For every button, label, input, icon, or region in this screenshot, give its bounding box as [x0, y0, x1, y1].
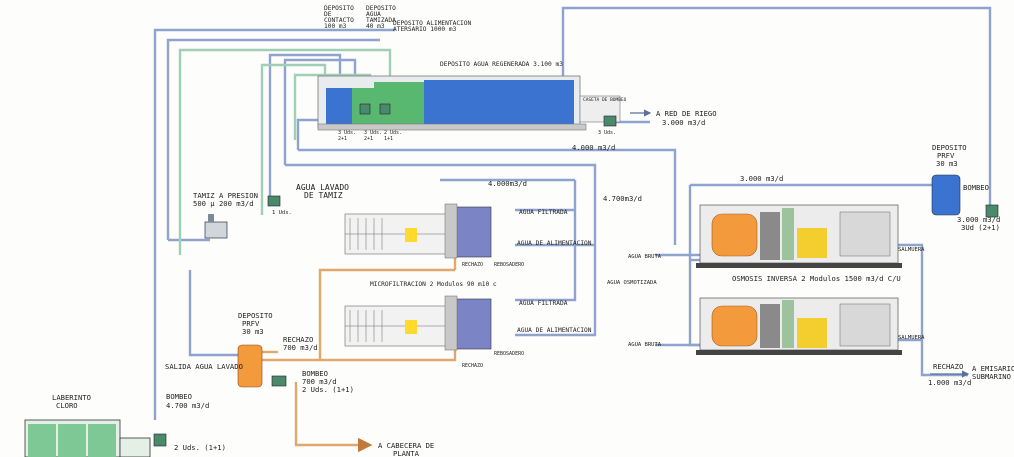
label-red-riego-2: 3.000 m3/d	[662, 118, 705, 127]
label-caseta-bombeo: CASETA DE BOMBEO	[583, 97, 627, 103]
label-bombeo-700-2: 700 m3/d	[302, 377, 337, 386]
label-uds-bottom: 2 Uds. (1+1)	[174, 443, 226, 452]
label-dep-alimentacion-1: DEPOSITO ALIMENTACION	[393, 20, 472, 27]
pressure-screen	[204, 214, 228, 239]
label-bombeo-right: BOMBEO	[963, 183, 989, 192]
label-agua-osmotizada: AGUA OSMOTIZADA	[607, 280, 657, 286]
label-rechazo-700-2: 700 m3/d	[283, 343, 318, 352]
label-cabecera-2: PLANTA	[393, 449, 420, 457]
label-dep-contacto-4: 100 m3	[324, 23, 347, 30]
label-rechazo-1: RECHAZO	[462, 262, 483, 268]
label-red-riego-1: A RED DE RIEGO	[656, 109, 717, 118]
label-bombas-4: 3 Uds.	[598, 130, 616, 136]
label-prfv-right-1: DEPOSITO	[932, 143, 967, 152]
label-agua-lavado-tamiz-1: AGUA LAVADO	[296, 183, 349, 192]
label-bombas-3a: 2 Uds.	[384, 130, 402, 136]
microfiltration-module-1	[344, 203, 492, 259]
label-agua-filtrada-2: AGUA FILTRADA	[519, 300, 568, 307]
label-emisario-2: SUBMARINO	[972, 372, 1011, 381]
label-dep-alimentacion-2: ATERSARIO 1000 m3	[393, 26, 457, 33]
label-agua-bruta-2: AGUA BRUTA	[628, 342, 662, 348]
label-rechazo-1000-2: 1.000 m3/d	[928, 378, 971, 387]
label-dep-contacto-1: DEPOSITO	[324, 5, 354, 12]
label-tamiz-2: 500 µ 200 m3/d	[193, 199, 254, 208]
label-dep-tamizada-1: DEPOSITO	[366, 5, 396, 12]
label-flow-3000: 3.000 m3/d	[740, 174, 783, 183]
label-bombas-2a: 3 Uds.	[364, 130, 382, 136]
label-prfv-right-3: 30 m3	[936, 159, 958, 168]
contact-tank	[326, 88, 352, 124]
label-prfv-right-2: PRFV	[937, 151, 955, 160]
label-dep-regenerada: DEPOSITO AGUA REGENERADA 3.100 m3	[440, 61, 563, 68]
osmosis-module-2	[696, 297, 902, 355]
label-bombeo-right-flow-2: 3Ud (2+1)	[961, 223, 1000, 232]
label-agua-alimentacion-2: AGUA DE ALIMENTACION	[517, 327, 592, 334]
label-rechazo-2: RECHAZO	[462, 363, 483, 369]
label-salida-agua-lavado: SALIDA AGUA LAVADO	[165, 362, 243, 371]
label-flow-4000b: 4.000m3/d	[488, 179, 527, 188]
label-microfiltracion: MICROFILTRACION 2 Modulos 90 m10 c	[370, 281, 497, 288]
chlorine-labyrinth	[24, 419, 151, 457]
microfiltration-module-2	[344, 295, 492, 351]
label-emisario-1: A EMISARIO	[972, 364, 1014, 373]
label-tamiz-1: TAMIZ A PRESION	[193, 191, 258, 200]
osmosis-module-1	[696, 204, 902, 268]
label-cabecera-1: A CABECERA DE	[378, 441, 434, 450]
regenerated-water-tanks	[317, 75, 621, 131]
label-flow-4700: 4.700m3/d	[603, 194, 642, 203]
label-salmuera-2: SALMUERA	[898, 335, 925, 341]
label-prfv-left-3: 30 m3	[242, 327, 264, 336]
labels: DEPOSITO DE CONTACTO 100 m3 DEPOSITO AGU…	[52, 5, 1014, 457]
label-laberinto-1: LABERINTO	[52, 393, 91, 402]
label-rechazo-700-1: RECHAZO	[283, 335, 313, 344]
label-osmosis: OSMOSIS INVERSA 2 Modulos 1500 m3/d C/U	[732, 274, 901, 283]
label-bombas-1b: 2+1	[338, 136, 347, 142]
label-rechazo-1000-1: RECHAZO	[933, 362, 963, 371]
label-laberinto-2: CLORO	[56, 401, 78, 410]
label-bombeo-700-1: BOMBEO	[302, 369, 328, 378]
label-bombas-3b: 1+1	[384, 136, 393, 142]
label-dep-contacto-3: CONTACTO	[324, 17, 354, 24]
label-tamiz-unit: 1 Uds.	[272, 210, 292, 216]
label-dep-tamizada-3: TAMIZADA	[366, 17, 396, 24]
label-bombeo-4700-2: 4.700 m3/d	[166, 401, 209, 410]
label-bombas-1a: 3 Uds.	[338, 130, 356, 136]
feed-tank	[374, 82, 424, 124]
label-bombeo-right-flow-1: 3.000 m3/d	[957, 215, 1000, 224]
label-agua-lavado-tamiz-2: DE TAMIZ	[304, 191, 343, 200]
label-flow-4000: 4.000 m3/d	[572, 143, 615, 152]
label-dep-tamizada-4: 40 m3	[366, 23, 385, 30]
label-salmuera-1: SALMUERA	[898, 247, 925, 253]
label-prfv-left-2: PRFV	[242, 319, 260, 328]
label-dep-tamizada-2: AGUA	[366, 11, 381, 18]
label-bombas-2b: 2+1	[364, 136, 373, 142]
label-agua-alimentacion-1: AGUA DE ALIMENTACION	[517, 240, 592, 247]
blue-pipes	[153, 6, 992, 420]
orange-pipes	[262, 258, 457, 453]
label-dep-contacto-2: DE	[324, 11, 332, 18]
label-reboladero-2: REBOSADERO	[494, 351, 524, 357]
reclaimed-water-tank	[424, 80, 574, 124]
label-agua-filtrada-1: AGUA FILTRADA	[519, 209, 568, 216]
label-reboladero-1: REBOSADERO	[494, 262, 524, 268]
label-agua-bruta-1: AGUA BRUTA	[628, 254, 662, 260]
prfv-tank-left	[237, 344, 263, 388]
pump-icons	[153, 103, 999, 447]
label-bombeo-4700-1: BOMBEO	[166, 392, 192, 401]
label-prfv-left-1: DEPOSITO	[238, 311, 273, 320]
prfv-tank-right	[931, 174, 961, 216]
label-bombeo-700-3: 2 Uds. (1+1)	[302, 385, 354, 394]
